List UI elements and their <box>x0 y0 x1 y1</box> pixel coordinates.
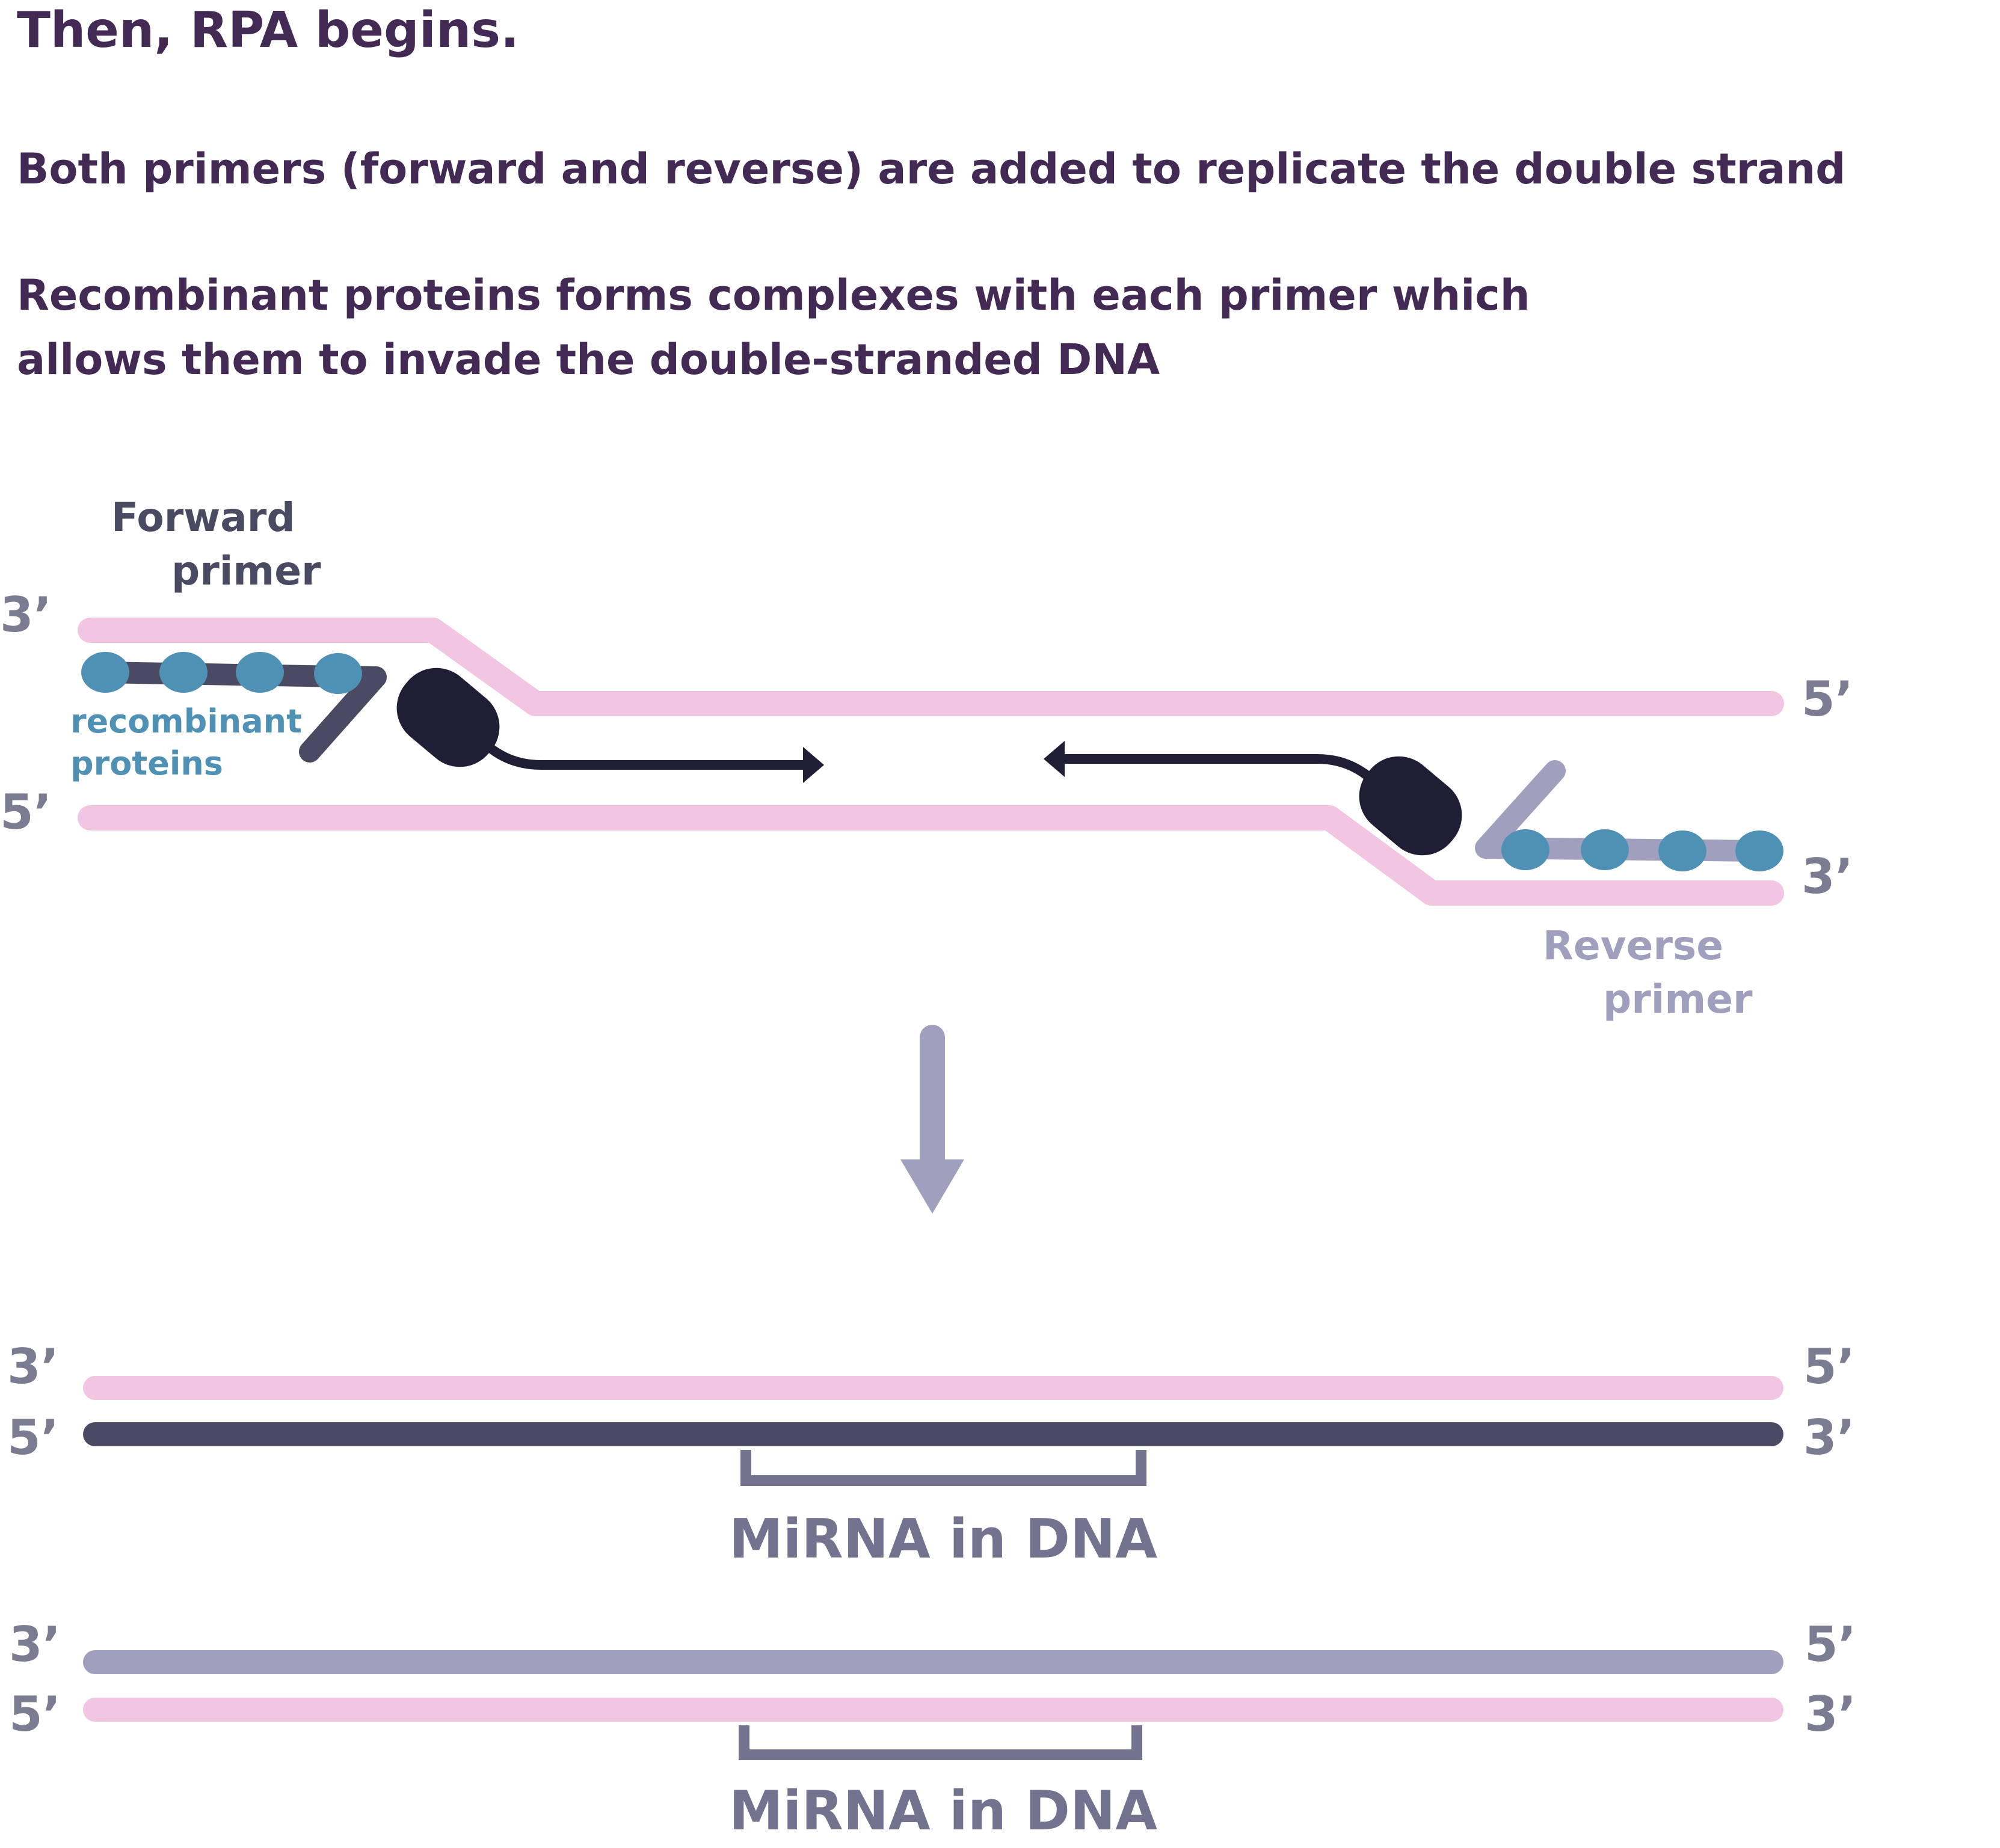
end-label: 3’ <box>7 1339 59 1395</box>
recombinant-protein-dot <box>81 652 129 693</box>
paragraph-1: Both primers (forward and reverse) are a… <box>17 144 1845 194</box>
extension-line-forward <box>476 735 808 770</box>
forward-primer-label-1: Forward <box>111 494 295 541</box>
arrowhead-right-icon <box>803 747 824 783</box>
end-label: 3’ <box>1803 1410 1855 1466</box>
end-label: 3’ <box>1802 849 1853 904</box>
reverse-primer-label-2: primer <box>1603 976 1753 1022</box>
recombinant-label-1: recombinant <box>70 702 302 740</box>
recombinant-protein-dot <box>1735 830 1783 871</box>
recombinant-protein-dot <box>1658 830 1706 871</box>
recombinant-label-2: proteins <box>70 744 223 782</box>
forward-primer-label-2: primer <box>171 548 321 594</box>
end-label: 5’ <box>1805 1616 1856 1672</box>
template-strand-bottom <box>78 805 1784 906</box>
polymerase-blob-icon <box>396 668 500 767</box>
result-2-region-label: MiRNA in DNA <box>729 1779 1157 1843</box>
template-strand-top <box>78 618 1784 716</box>
polymerase-blob-icon <box>1359 756 1462 856</box>
end-label: 5’ <box>0 784 52 840</box>
result-1-region-label: MiRNA in DNA <box>729 1508 1157 1571</box>
end-label: 3’ <box>0 587 52 643</box>
heading: Then, RPA begins. <box>17 2 519 59</box>
paragraph-2-line-2: allows them to invade the double-strande… <box>17 335 1160 384</box>
recombinant-protein-dot <box>314 653 362 694</box>
result-1-bracket <box>740 1450 1146 1486</box>
recombinant-protein-dot <box>159 652 208 693</box>
recombinant-protein-dot <box>236 652 284 693</box>
end-label: 3’ <box>1805 1686 1856 1742</box>
end-label: 3’ <box>9 1616 61 1672</box>
end-label: 5’ <box>1802 671 1853 727</box>
reverse-primer-label-1: Reverse <box>1543 922 1723 969</box>
down-arrow-icon <box>900 1159 964 1214</box>
recombinant-protein-dot <box>1501 829 1549 870</box>
end-label: 5’ <box>1803 1339 1855 1395</box>
recombinant-protein-dot <box>1581 829 1629 870</box>
paragraph-2-line-1: Recombinant proteins forms complexes wit… <box>17 271 1530 320</box>
result-2-bracket <box>739 1725 1142 1760</box>
extension-line-reverse <box>1060 754 1379 787</box>
end-label: 5’ <box>9 1686 61 1742</box>
arrowhead-left-icon <box>1044 741 1065 777</box>
end-label: 5’ <box>7 1410 59 1466</box>
